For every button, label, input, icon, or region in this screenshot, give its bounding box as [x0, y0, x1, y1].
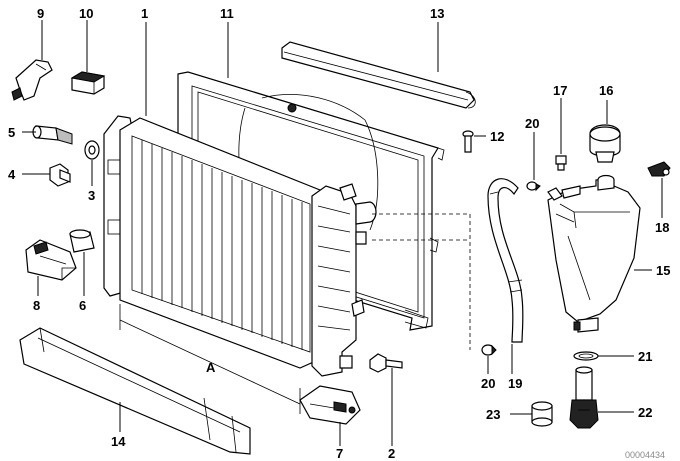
- connector-dashes: [372, 213, 471, 350]
- label-12: 12: [490, 129, 504, 144]
- bracket-8: [25, 239, 77, 281]
- sealing-ring-3: [84, 140, 100, 160]
- screw-17: [555, 155, 567, 171]
- part-number-labels: 9 10 1 11 13 5 4 3 8 6 14 7 2 12 20 17 1…: [8, 6, 670, 461]
- label-14: 14: [111, 434, 126, 449]
- radiator: [103, 115, 377, 377]
- label-17: 17: [553, 83, 567, 98]
- label-2: 2: [388, 446, 395, 461]
- label-1: 1: [141, 6, 148, 21]
- label-9: 9: [37, 6, 44, 21]
- lower-support-14: [19, 327, 251, 455]
- clip-9: [11, 59, 53, 101]
- air-duct-seal: [281, 41, 476, 109]
- rubber-bushing-6: [69, 229, 95, 253]
- hose-clamp-20-bottom: [481, 344, 497, 356]
- label-21: 21: [638, 349, 652, 364]
- label-15: 15: [656, 263, 670, 278]
- expansion-tank-15: [547, 174, 641, 333]
- label-23: 23: [486, 407, 500, 422]
- screw-plug-4: [49, 163, 71, 187]
- temperature-switch-5: [32, 125, 73, 145]
- rivet-12: [462, 130, 474, 153]
- label-16: 16: [599, 83, 613, 98]
- radiator-fins: [141, 140, 303, 350]
- hose-clamp-20-top: [526, 181, 541, 192]
- label-4: 4: [8, 167, 16, 182]
- level-switch-22: [569, 366, 599, 429]
- o-ring-21: [573, 351, 599, 361]
- rubber-block-10: [70, 71, 106, 95]
- label-18: 18: [655, 220, 669, 235]
- label-5: 5: [8, 125, 15, 140]
- bracket-7: [299, 385, 361, 425]
- cap-23: [531, 401, 553, 427]
- leader-lines: [22, 20, 663, 446]
- label-6: 6: [79, 298, 86, 313]
- dimension-a: A: [119, 304, 301, 414]
- label-dimension-a: A: [206, 360, 216, 375]
- drawing-number: 00004434: [625, 450, 665, 460]
- label-19: 19: [508, 376, 522, 391]
- hose-19: [487, 178, 524, 343]
- label-13: 13: [430, 6, 444, 21]
- label-20-top: 20: [525, 116, 539, 131]
- bolt-2: [369, 353, 403, 373]
- label-3: 3: [88, 188, 95, 203]
- expansion-tank-cap-16: [589, 124, 621, 163]
- label-22: 22: [638, 405, 652, 420]
- label-10: 10: [79, 6, 93, 21]
- label-20-bottom: 20: [481, 376, 495, 391]
- label-11: 11: [220, 6, 234, 21]
- label-8: 8: [33, 298, 40, 313]
- label-7: 7: [336, 446, 343, 461]
- level-sensor-18: [647, 161, 671, 177]
